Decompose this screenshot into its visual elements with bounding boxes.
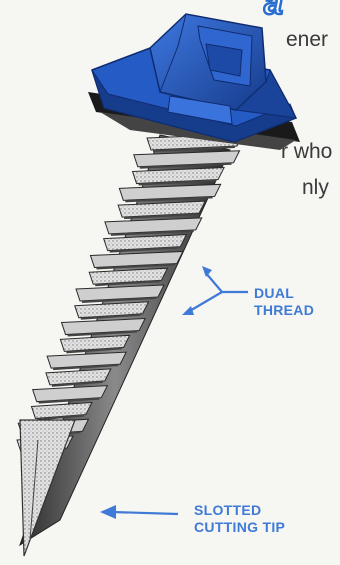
callout-dual-thread-line2: THREAD <box>254 302 314 319</box>
dual-thread-arrowhead-upper <box>202 266 212 277</box>
callout-slotted-tip: SLOTTED CUTTING TIP <box>194 502 285 536</box>
callout-dual-thread-line1: DUAL <box>254 285 314 302</box>
screw-threads <box>17 134 243 453</box>
callout-slotted-tip-line1: SLOTTED <box>194 502 285 519</box>
dual-thread-arrowhead-lower <box>182 306 194 315</box>
callout-slotted-tip-line2: CUTTING TIP <box>194 519 285 536</box>
cutting-tip-arrow <box>100 505 178 519</box>
callout-dual-thread: DUAL THREAD <box>254 285 314 319</box>
dual-thread-arrows <box>188 272 248 312</box>
